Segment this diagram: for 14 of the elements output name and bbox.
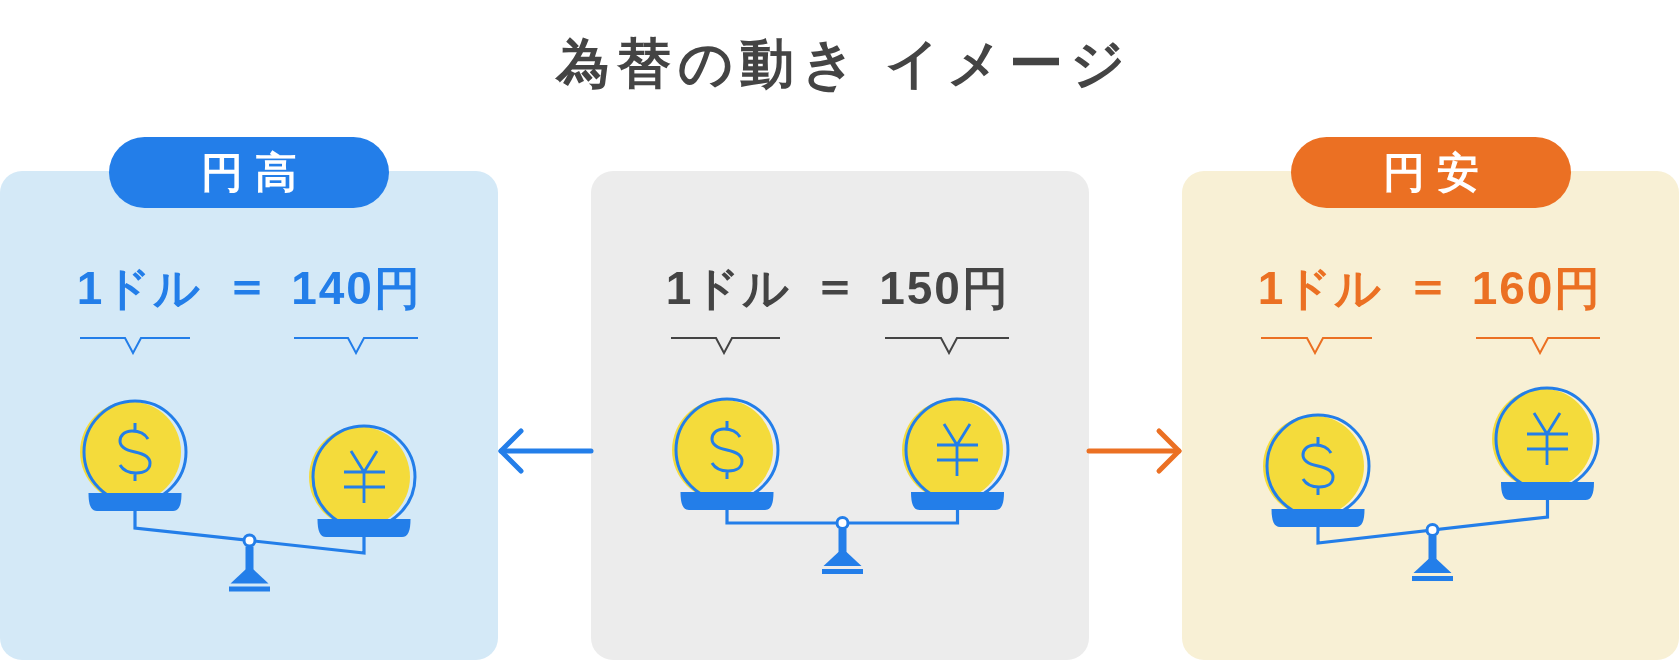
amount-label: 1ドル bbox=[1257, 265, 1384, 311]
equals-sign: ＝ bbox=[223, 262, 272, 308]
arrow bbox=[1086, 428, 1182, 474]
heading-pill: 円安 bbox=[1291, 137, 1571, 208]
equals-sign: ＝ bbox=[812, 262, 860, 308]
equals-sign: ＝ bbox=[1405, 262, 1453, 308]
arrow bbox=[498, 428, 594, 474]
amount-label: 1ドル bbox=[76, 265, 203, 311]
panel bbox=[591, 171, 1089, 660]
amount-label: 140円 bbox=[291, 265, 422, 311]
amount-label: 160円 bbox=[1471, 265, 1603, 311]
amount-label: 1ドル bbox=[665, 265, 792, 311]
heading-pill: 円高 bbox=[109, 137, 389, 208]
amount-label: 150円 bbox=[879, 265, 1010, 311]
